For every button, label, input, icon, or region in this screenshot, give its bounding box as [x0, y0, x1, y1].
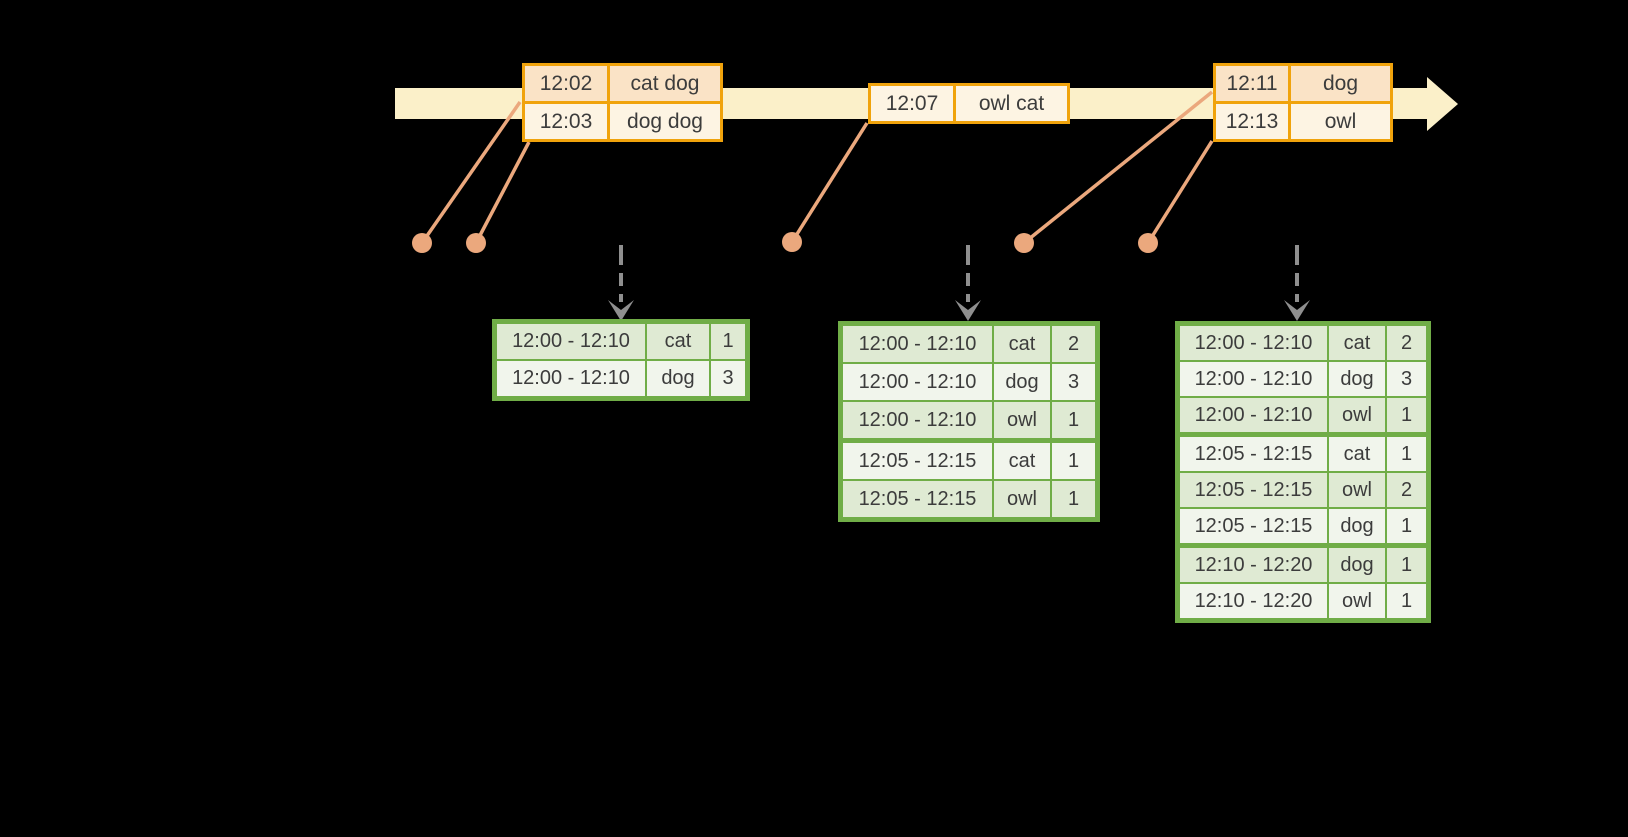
result-table-row: 12:10 - 12:20 owl 1 [1180, 584, 1426, 618]
word-cell: owl [1329, 584, 1385, 618]
event-marker-dot [782, 232, 802, 252]
input-table-3: 12:11 dog 12:13 owl [1213, 63, 1393, 142]
window-cell: 12:05 - 12:15 [843, 481, 992, 517]
window-cell: 12:05 - 12:15 [1180, 509, 1327, 543]
result-table-row: 12:00 - 12:10 dog 3 [843, 364, 1095, 400]
window-cell: 12:05 - 12:15 [1180, 437, 1327, 471]
event-words-cell: dog dog [610, 104, 720, 139]
trigger-arrowhead-icon [1284, 300, 1310, 321]
count-cell: 1 [1387, 437, 1426, 471]
event-time-cell: 12:11 [1216, 66, 1288, 101]
count-cell: 2 [1387, 473, 1426, 507]
word-cell: owl [994, 402, 1050, 438]
count-cell: 3 [711, 361, 745, 396]
window-cell: 12:00 - 12:10 [843, 326, 992, 362]
event-time-cell: 12:13 [1216, 104, 1288, 139]
word-cell: dog [1329, 362, 1385, 396]
event-marker-dot [1014, 233, 1034, 253]
word-cell: cat [994, 443, 1050, 479]
result-table-row: 12:00 - 12:10 dog 3 [1180, 362, 1426, 396]
input-table-2: 12:07 owl cat [868, 83, 1070, 124]
result-table-row: 12:05 - 12:15 owl 2 [1180, 473, 1426, 507]
result-table-row: 12:05 - 12:15 cat 1 [1180, 437, 1426, 471]
window-cell: 12:10 - 12:20 [1180, 548, 1327, 582]
word-cell: owl [1329, 473, 1385, 507]
event-words-cell: owl [1291, 104, 1390, 139]
window-cell: 12:00 - 12:10 [843, 402, 992, 438]
event-time-cell: 12:02 [525, 66, 607, 101]
window-cell: 12:00 - 12:10 [1180, 326, 1327, 360]
event-time-cell: 12:03 [525, 104, 607, 139]
result-table-row: 12:00 - 12:10 owl 1 [843, 402, 1095, 438]
result-table-row: 12:00 - 12:10 cat 2 [1180, 326, 1426, 360]
window-cell: 12:05 - 12:15 [1180, 473, 1327, 507]
trigger-arrowhead-icon [955, 300, 981, 321]
count-cell: 1 [1052, 481, 1095, 517]
window-cell: 12:00 - 12:10 [843, 364, 992, 400]
trigger-arrowhead-icon [608, 300, 634, 321]
window-cell: 12:00 - 12:10 [497, 324, 645, 359]
count-cell: 2 [1387, 326, 1426, 360]
input-table-row: 12:02 cat dog [525, 66, 720, 101]
result-table-row: 12:00 - 12:10 cat 1 [497, 324, 745, 359]
result-table-row: 12:10 - 12:20 dog 1 [1180, 548, 1426, 582]
result-table-row: 12:05 - 12:15 dog 1 [1180, 509, 1426, 543]
event-words-cell: owl cat [956, 86, 1067, 121]
count-cell: 1 [711, 324, 745, 359]
event-time-cell: 12:07 [871, 86, 953, 121]
result-table-row: 12:05 - 12:15 cat 1 [843, 443, 1095, 479]
event-marker-dot [1138, 233, 1158, 253]
connector-line [474, 141, 531, 244]
count-cell: 1 [1387, 509, 1426, 543]
count-cell: 1 [1387, 548, 1426, 582]
event-marker-dot [412, 233, 432, 253]
connector-line [1146, 140, 1214, 244]
window-cell: 12:00 - 12:10 [1180, 398, 1327, 432]
count-cell: 3 [1387, 362, 1426, 396]
word-cell: cat [1329, 326, 1385, 360]
connector-line [420, 101, 522, 244]
word-cell: cat [994, 326, 1050, 362]
count-cell: 3 [1052, 364, 1095, 400]
count-cell: 1 [1387, 398, 1426, 432]
word-cell: cat [1329, 437, 1385, 471]
word-cell: dog [994, 364, 1050, 400]
connector-line [790, 122, 869, 243]
count-cell: 1 [1052, 443, 1095, 479]
event-words-cell: cat dog [610, 66, 720, 101]
result-table-row: 12:05 - 12:15 owl 1 [843, 481, 1095, 517]
count-cell: 1 [1387, 584, 1426, 618]
word-cell: owl [1329, 398, 1385, 432]
input-table-1: 12:02 cat dog 12:03 dog dog [522, 63, 723, 142]
word-cell: dog [647, 361, 709, 396]
result-table-row: 12:00 - 12:10 owl 1 [1180, 398, 1426, 432]
window-cell: 12:00 - 12:10 [497, 361, 645, 396]
word-cell: dog [1329, 509, 1385, 543]
timeline-arrowhead-icon [1427, 77, 1458, 131]
window-cell: 12:00 - 12:10 [1180, 362, 1327, 396]
result-table-1: 12:00 - 12:10 cat 1 12:00 - 12:10 dog 3 [492, 319, 750, 401]
result-table-3: 12:00 - 12:10 cat 2 12:00 - 12:10 dog 3 … [1175, 321, 1431, 623]
window-cell: 12:05 - 12:15 [843, 443, 992, 479]
input-table-row: 12:07 owl cat [871, 86, 1067, 121]
count-cell: 1 [1052, 402, 1095, 438]
word-cell: owl [994, 481, 1050, 517]
event-marker-dot [466, 233, 486, 253]
input-table-row: 12:03 dog dog [525, 104, 720, 139]
count-cell: 2 [1052, 326, 1095, 362]
input-table-row: 12:13 owl [1216, 104, 1390, 139]
result-table-row: 12:00 - 12:10 dog 3 [497, 361, 745, 396]
result-table-2: 12:00 - 12:10 cat 2 12:00 - 12:10 dog 3 … [838, 321, 1100, 522]
word-cell: dog [1329, 548, 1385, 582]
event-words-cell: dog [1291, 66, 1390, 101]
window-cell: 12:10 - 12:20 [1180, 584, 1327, 618]
word-cell: cat [647, 324, 709, 359]
input-table-row: 12:11 dog [1216, 66, 1390, 101]
result-table-row: 12:00 - 12:10 cat 2 [843, 326, 1095, 362]
